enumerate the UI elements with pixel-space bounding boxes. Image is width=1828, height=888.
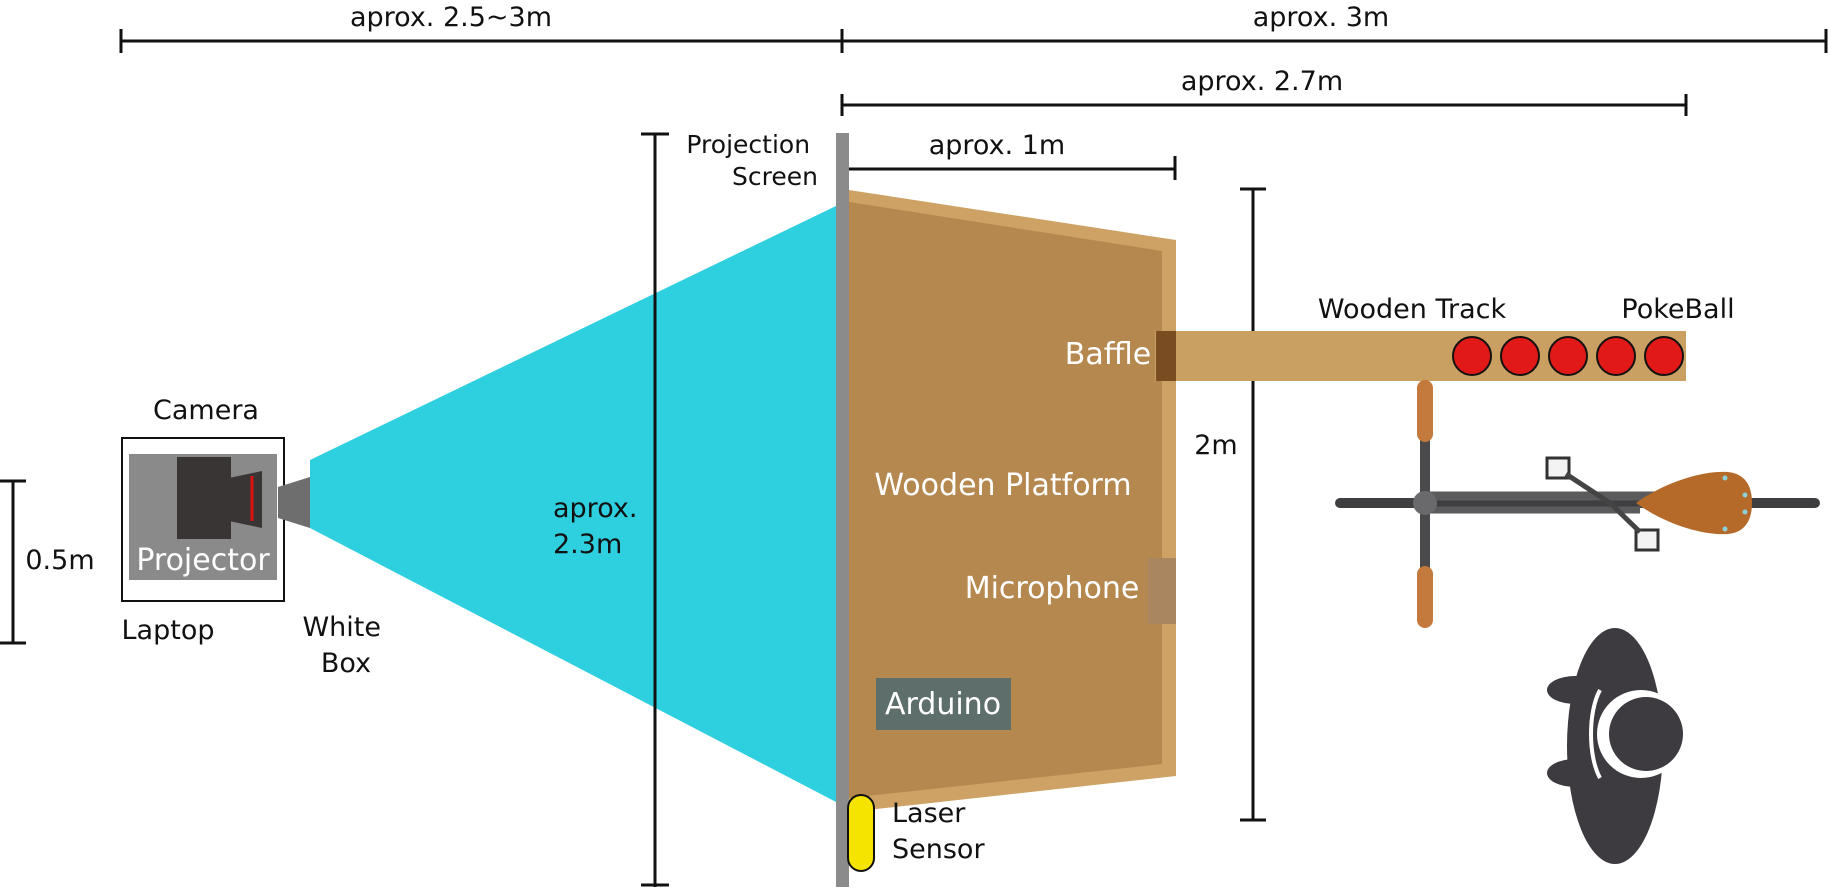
dimension-right-width [842,29,1828,53]
pokeball-4 [1596,336,1636,376]
microphone-label: Microphone [965,571,1140,606]
dimension-right-width-label: aprox. 3m [1253,2,1390,33]
arduino [876,678,1011,730]
laptop-label: Laptop [122,615,215,646]
baffle [1156,331,1176,381]
projection-screen [836,133,849,887]
dimension-track-length [840,94,1688,116]
projector-label: Projector [136,543,270,578]
laser-sensor [847,794,875,872]
dimension-platform-depth [849,156,1177,180]
white-box-label: White Box [302,612,389,679]
pokeball-label: PokeBall [1621,294,1734,325]
laser-sensor-label: Laser Sensor [892,798,985,865]
baffle-label: Baffle [1065,337,1151,372]
dimension-projector-height-label: 0.5m [25,545,94,576]
person-icon [1547,628,1685,864]
dimension-platform-width [1240,187,1266,822]
dimension-platform-width-label: 2m [1194,430,1237,461]
camera-lens [229,471,262,528]
dimension-projector-height [0,479,26,645]
pokeball-3 [1548,336,1588,376]
camera [177,457,231,539]
camera-label: Camera [153,395,259,426]
microphone [1148,558,1176,624]
dimension-left-width-label: aprox. 2.5~3m [350,2,552,33]
wooden-platform-top [849,202,1162,798]
bicycle-icon [1335,380,1820,628]
pokeball-1 [1452,336,1492,376]
projection-beam [310,205,838,803]
dimension-platform-depth-label: aprox. 1m [929,130,1066,161]
pokeball-2 [1500,336,1540,376]
projection-screen-label: Projection Screen [686,130,818,191]
dimension-screen-height-label: aprox. 2.3m [553,493,646,560]
dimension-screen-height [641,132,669,887]
arduino-label: Arduino [885,687,1001,722]
pokeball-5 [1644,336,1684,376]
pokeball-row [1452,336,1684,376]
wooden-track-label: Wooden Track [1318,294,1507,325]
wooden-platform-label: Wooden Platform [874,468,1131,503]
dimension-track-length-label: aprox. 2.7m [1181,66,1343,97]
white-box [278,477,310,528]
